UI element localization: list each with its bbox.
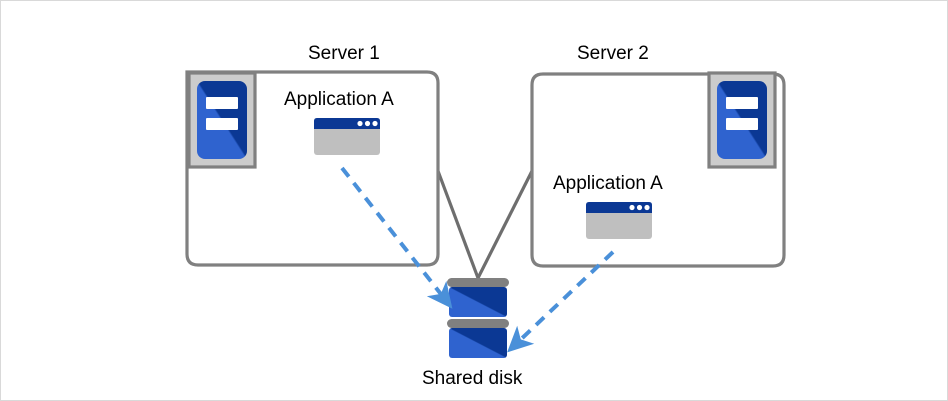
application-window-icon <box>314 118 380 155</box>
server-2-title: Server 2 <box>577 43 649 64</box>
app1-to-disk-access <box>340 166 453 309</box>
shared-disk-label: Shared disk <box>422 368 523 389</box>
disk-stack-icon <box>447 278 509 358</box>
server-2-application-label: Application A <box>553 173 663 194</box>
server-icon <box>187 71 257 169</box>
server-1-application-label: Application A <box>284 89 394 110</box>
application-window-icon <box>586 202 652 239</box>
server-icon <box>707 71 777 169</box>
server1-to-disk-link <box>436 170 480 279</box>
server-1-title: Server 1 <box>308 43 380 64</box>
app2-to-disk-access <box>507 250 615 353</box>
server2-to-disk-link <box>476 170 534 279</box>
